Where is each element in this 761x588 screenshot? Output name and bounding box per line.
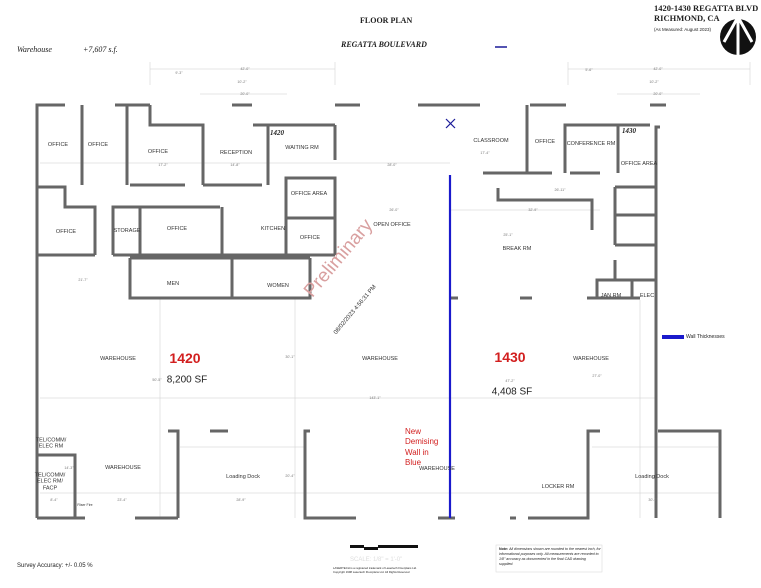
room-waiting: WAITING RM [285, 144, 319, 151]
note: Note: All dimensions shown are rounded t… [499, 547, 601, 566]
area-label: Warehouse [17, 45, 52, 54]
room-office-6: OFFICE [55, 228, 77, 235]
room-loading-dock-1420: Loading Dock [226, 473, 260, 480]
room-break: BREAK RM [502, 245, 532, 252]
north-arrow-icon [720, 16, 756, 57]
area-value: +7,607 s.f. [83, 45, 118, 54]
room-warehouse-1420-lower: WAREHOUSE [105, 464, 141, 471]
room-warehouse-1430: WAREHOUSE [573, 355, 609, 362]
riser-label: Riser Fire [77, 502, 93, 507]
address-line1: 1420-1430 REGATTA BLVD [654, 3, 759, 13]
dimension-label: 42'-0" [240, 67, 250, 71]
dimension-label: 27'-0" [592, 374, 602, 378]
legend-wall-thickness: Wall Thicknesses [686, 334, 725, 340]
unit-area-1420: 8,200 SF [166, 374, 208, 386]
note-text: All dimensions shown are rounded to the … [499, 547, 601, 566]
dimension-label: 14'-8" [230, 163, 240, 167]
dimension-label: 32'-9" [528, 208, 538, 212]
dimension-label: 10'-2" [237, 80, 247, 84]
unit-area-1430: 4,408 SF [491, 386, 533, 398]
dimension-label: 30'-1" [285, 355, 295, 359]
dimension-label: 25'-1" [503, 233, 513, 237]
room-warehouse-1420-left: WAREHOUSE [100, 355, 136, 362]
room-office-area-1420: OFFICE AREA [290, 190, 328, 197]
dimension-label: 17'-2" [158, 163, 168, 167]
room-office-3: OFFICE [147, 148, 169, 155]
dimension-label: 17'-4" [480, 151, 490, 155]
dimension-label: 21'-7" [78, 278, 88, 282]
dimension-label: 30'-0" [648, 498, 658, 502]
dimension-lines [40, 62, 751, 518]
room-elec: ELEC [639, 292, 655, 299]
unit-number-1420: 1420 [169, 350, 201, 366]
dimension-label: 9'-3" [175, 71, 183, 75]
dimension-label: 10'-2" [649, 80, 659, 84]
room-office-1430: OFFICE [534, 138, 556, 145]
room-conference: CONFERENCE RM [566, 140, 616, 147]
room-open-office: OPEN OFFICE [373, 221, 411, 228]
room-office-2: OFFICE [87, 141, 109, 148]
unit-tag-1420: 1420 [270, 129, 284, 137]
dimension-label: 28'-0" [387, 163, 397, 167]
room-loading-dock-1430: Loading Dock [635, 473, 669, 480]
room-office-1: OFFICE [47, 141, 69, 148]
dimension-label: 23'-4" [117, 498, 127, 502]
room-women: WOMEN [267, 282, 289, 289]
x-marker-icon [445, 118, 456, 129]
room-locker: LOCKER RM [541, 483, 575, 490]
address-line2: RICHMOND, CA [654, 13, 720, 23]
copyright-line1: LASERTECH is a registered trademark of L… [333, 566, 417, 570]
survey-accuracy: Survey Accuracy: +/- 0.05 % [17, 563, 93, 569]
street-name: REGATTA BOULEVARD [341, 40, 427, 49]
room-tel-comm-elec: TEL/COMM/ ELEC RM [35, 437, 67, 450]
dimension-label: 47'-2" [505, 379, 515, 383]
copyright-line2: Copyright 1998 Lasertech Floorplans Ltd.… [333, 570, 410, 574]
room-reception: RECEPTION [219, 149, 253, 156]
unit-number-1430: 1430 [494, 349, 526, 365]
walls [35, 103, 722, 520]
room-warehouse-1420-center: WAREHOUSE [362, 355, 398, 362]
scale-bar [350, 545, 418, 550]
dimension-label: 5'-6" [585, 68, 593, 72]
dimension-label: 20'-0" [653, 92, 663, 96]
dimension-label: 26'-11" [554, 188, 566, 192]
room-men: MEN [166, 280, 180, 287]
page-title: FLOOR PLAN [360, 16, 413, 25]
room-office-4: OFFICE [299, 234, 321, 241]
dimension-label: 28'-9" [236, 498, 246, 502]
room-warehouse-1430-lower: WAREHOUSE [419, 465, 455, 472]
room-tel-comm-facp: TEL/COMM/ ELEC RM/ FACP [34, 472, 66, 492]
room-office-area-1430: OFFICE AREA [620, 160, 658, 167]
dimension-label: 14'-3" [64, 466, 74, 470]
dimension-label: 26'-0" [389, 208, 399, 212]
note-box [495, 544, 603, 573]
dimension-label: 8'-4" [50, 498, 58, 502]
unit-tag-1430: 1430 [622, 127, 636, 135]
room-storage: STORAGE [113, 227, 141, 234]
room-classroom: CLASSROOM [473, 137, 509, 144]
dimension-label: 143'-1" [369, 396, 381, 400]
room-kitchen: KITCHEN [260, 225, 286, 232]
dimension-label: 42'-0" [653, 67, 663, 71]
legend-wall-swatch [662, 335, 684, 339]
dimension-label: 20'-0" [240, 92, 250, 96]
scale-label: SCALE: 1/8" = 1'-0" [350, 557, 403, 563]
note-label: Note: [499, 547, 509, 551]
room-jan: JAN RM [600, 292, 622, 299]
room-office-5: OFFICE [166, 225, 188, 232]
measured-note: (As Measured: August 2023) [654, 27, 712, 32]
dimension-label: 20'-4" [285, 474, 295, 478]
demising-wall-note: New Demising Wall in Blue [405, 427, 439, 468]
dimension-label: 50'-5" [152, 378, 162, 382]
